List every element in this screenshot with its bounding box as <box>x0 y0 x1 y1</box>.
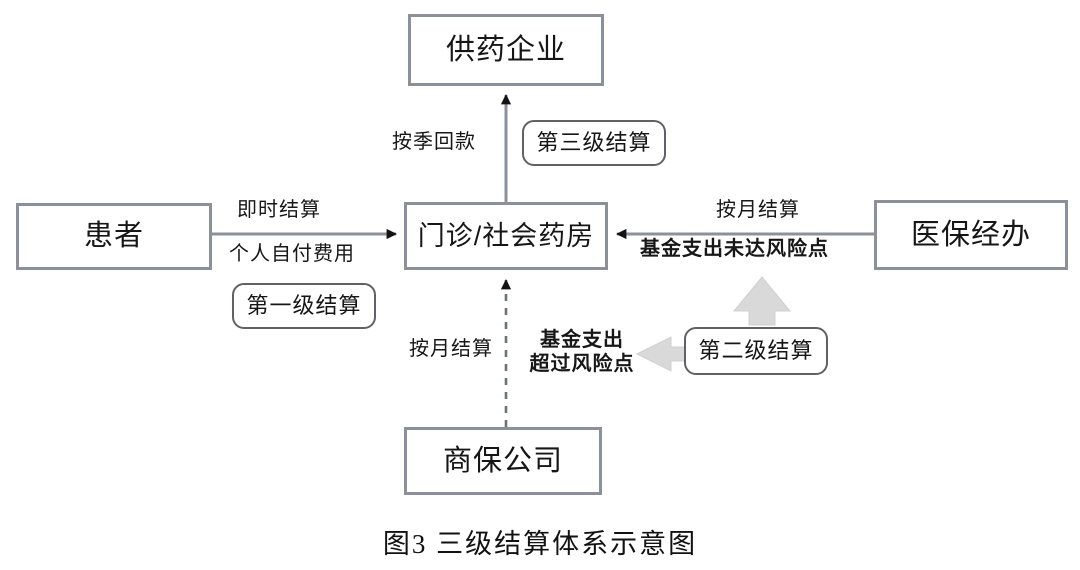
node-patient[interactable]: 患者 <box>16 203 212 270</box>
tag-level-three-settlement[interactable]: 第三级结算 <box>522 120 666 166</box>
label-monthly-settlement-bottom: 按月结算 <box>409 338 493 360</box>
node-clinic-pharmacy[interactable]: 门诊/社会药房 <box>404 202 608 270</box>
label-self-pay-fee: 个人自付费用 <box>229 243 355 265</box>
block-arrow-left-icon <box>635 336 686 372</box>
tag-level-two-settlement[interactable]: 第二级结算 <box>684 327 828 375</box>
label-fund-over-risk-point: 基金支出 超过风险点 <box>524 329 640 376</box>
node-supplier[interactable]: 供药企业 <box>408 14 604 86</box>
label-fund-over-risk-line2: 超过风险点 <box>529 352 635 375</box>
label-fund-over-risk-line1: 基金支出 <box>540 329 624 351</box>
tag-level-one-settlement[interactable]: 第一级结算 <box>232 283 376 329</box>
block-arrow-up-icon <box>732 276 792 326</box>
figure-caption: 图3 三级结算体系示意图 <box>382 529 698 559</box>
node-medical-insurance-agency[interactable]: 医保经办 <box>874 200 1068 270</box>
label-instant-settlement: 即时结算 <box>237 199 321 221</box>
label-monthly-settlement-right: 按月结算 <box>716 199 800 221</box>
label-fund-under-risk-point: 基金支出未达风险点 <box>640 238 829 260</box>
label-quarterly-payback: 按季回款 <box>392 131 476 153</box>
node-commercial-insurance-company[interactable]: 商保公司 <box>404 427 602 495</box>
